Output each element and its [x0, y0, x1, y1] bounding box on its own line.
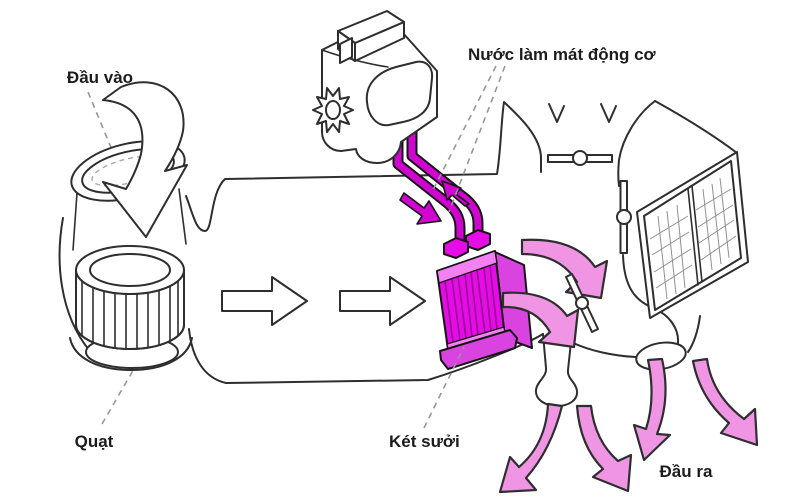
heater-core-port — [443, 237, 469, 259]
outlet-arrow-2 — [575, 404, 633, 493]
engine-intake-detail — [365, 60, 434, 127]
label-fan: Quạt — [75, 432, 114, 451]
defroster-vent-mark — [548, 103, 565, 123]
flow-arrow-right-2 — [339, 276, 426, 326]
mode-flap-horizontal — [547, 150, 613, 166]
airflow-arrow-to-floor — [501, 291, 580, 349]
coolant-pipes — [392, 111, 484, 253]
blower-fan — [58, 81, 193, 371]
defroster-vent-mark — [600, 103, 617, 123]
blower-housing — [58, 217, 90, 351]
engine — [312, 10, 438, 164]
label-outlet: Đầu ra — [660, 462, 713, 481]
blend-flap-diagonal — [565, 273, 599, 333]
labels: Đầu vào Nước làm mát động cơ Quạt Két sư… — [67, 45, 713, 481]
fan-drum-slats — [81, 280, 179, 350]
engine-cap — [339, 37, 353, 64]
airflow-arrows — [498, 238, 759, 494]
heater-core-ribs — [444, 265, 498, 343]
outlet-arrow-4 — [691, 357, 759, 447]
label-engine-coolant: Nước làm mát động cơ — [468, 45, 657, 64]
mode-flap-vertical — [616, 180, 632, 254]
outlet-arrow-1 — [498, 402, 564, 494]
grille-grid — [649, 177, 737, 300]
outlet-arrow-3 — [632, 357, 672, 462]
side-vent-grille — [636, 151, 749, 319]
intake-air-arrow — [102, 81, 188, 238]
label-heater-core: Két sưởi — [389, 432, 460, 451]
airflow-arrow-to-vent — [520, 238, 609, 300]
leader-lines — [87, 65, 506, 429]
heater-core-port — [465, 229, 491, 251]
flow-block-arrows — [221, 276, 426, 326]
coolant-flow-arrow-down — [399, 192, 442, 225]
label-inlet: Đầu vào — [67, 68, 133, 87]
heater-core — [436, 229, 533, 370]
flow-arrow-right-1 — [221, 276, 308, 326]
